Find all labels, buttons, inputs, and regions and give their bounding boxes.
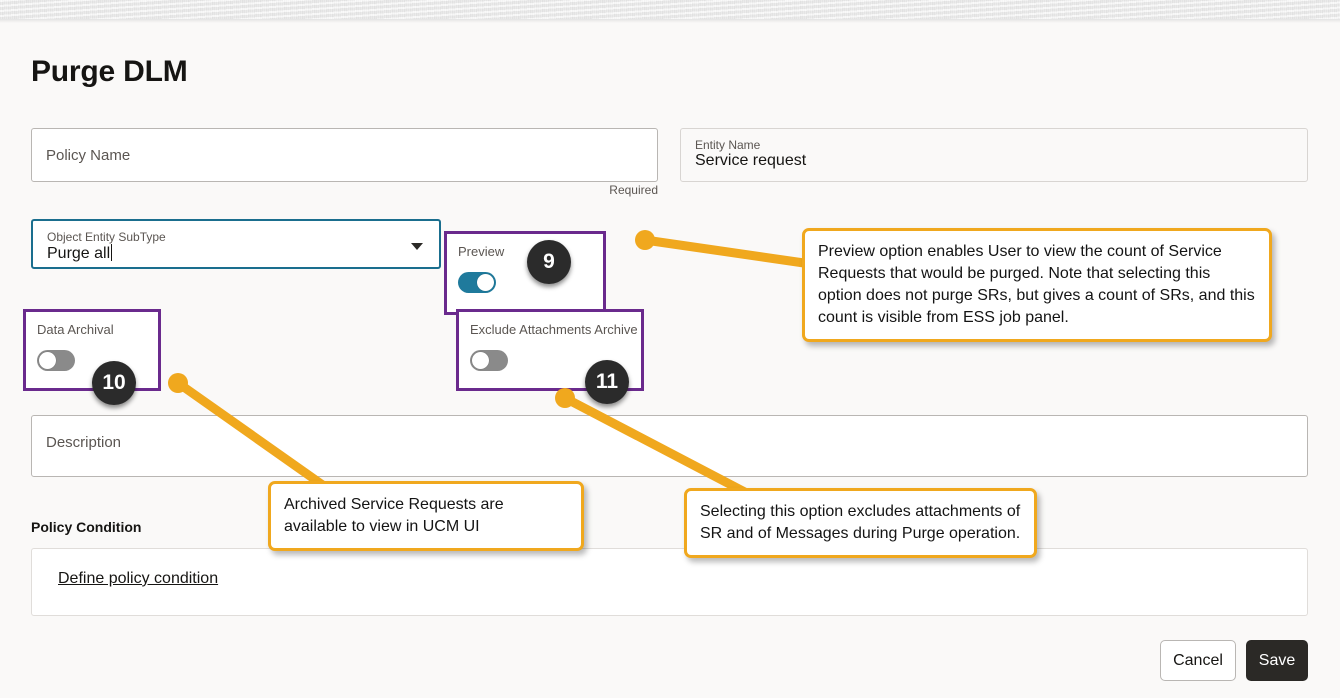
toggle-knob <box>39 352 56 369</box>
chevron-down-icon[interactable] <box>411 243 423 250</box>
annotation-badge-11: 11 <box>585 360 629 404</box>
policy-condition-panel <box>31 548 1308 616</box>
preview-label: Preview <box>458 244 505 259</box>
window-chrome-strip <box>0 0 1340 19</box>
define-policy-condition-link[interactable]: Define policy condition <box>58 570 219 587</box>
callout-exclude-attachments: Selecting this option excludes attachmen… <box>684 488 1037 559</box>
entity-name-field: Entity Name Service request <box>680 128 1308 182</box>
policy-name-input[interactable]: Policy Name <box>31 128 658 182</box>
purge-dlm-page: Purge DLM Policy Name Required Entity Na… <box>0 23 1340 698</box>
data-archival-label: Data Archival <box>37 322 114 337</box>
data-archival-toggle[interactable] <box>37 350 75 371</box>
chrome-strip-edge <box>0 19 1340 23</box>
policy-name-placeholder: Policy Name <box>46 147 131 164</box>
description-placeholder: Description <box>46 434 122 451</box>
object-entity-subtype-value: Purge all <box>47 244 113 262</box>
exclude-attachments-toggle[interactable] <box>470 350 508 371</box>
callout-data-archival: Archived Service Requests are available … <box>268 481 584 552</box>
object-entity-subtype-select[interactable]: Object Entity SubType Purge all <box>31 219 441 269</box>
toggle-knob <box>472 352 489 369</box>
object-entity-subtype-label: Object Entity SubType <box>47 230 166 244</box>
entity-name-value: Service request <box>695 152 807 169</box>
annotation-badge-9: 9 <box>527 240 571 284</box>
preview-toggle[interactable] <box>458 272 496 293</box>
callout-preview: Preview option enables User to view the … <box>802 228 1272 343</box>
preview-option-group: Preview <box>444 231 606 315</box>
entity-name-label: Entity Name <box>695 138 761 152</box>
annotation-badge-10: 10 <box>92 361 136 405</box>
toggle-knob <box>477 274 494 291</box>
description-input[interactable]: Description <box>31 415 1308 477</box>
policy-condition-heading: Policy Condition <box>31 519 142 535</box>
cancel-button[interactable]: Cancel <box>1160 640 1236 681</box>
save-button[interactable]: Save <box>1246 640 1308 681</box>
policy-name-required-note: Required <box>609 183 658 197</box>
page-title: Purge DLM <box>31 55 188 88</box>
exclude-attachments-label: Exclude Attachments Archive <box>470 322 638 337</box>
text-cursor <box>111 244 113 261</box>
